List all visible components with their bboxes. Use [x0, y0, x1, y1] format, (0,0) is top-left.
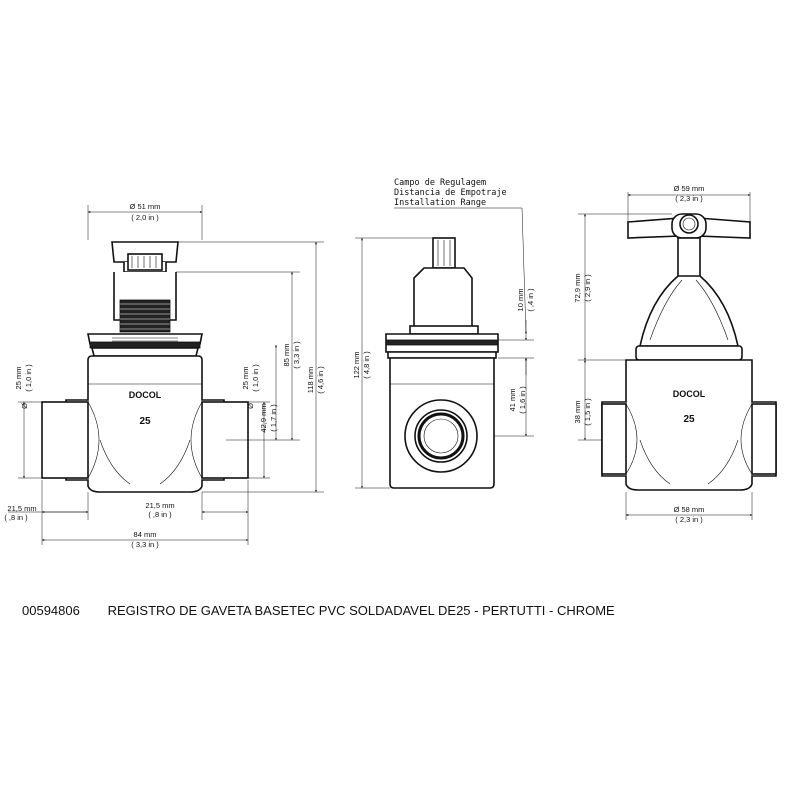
left-port-dia: Ø: [20, 403, 29, 409]
right-72-in: ( 2,9 in ): [583, 274, 592, 302]
right-size: 25: [683, 414, 695, 425]
right-port-in: ( 1,0 in ): [251, 364, 260, 392]
product-code: 00594806: [22, 603, 80, 618]
mid-10-in: ( ,4 in ): [526, 288, 535, 312]
right-38-in: ( 1,5 in ): [583, 398, 592, 426]
product-caption: 00594806 REGISTRO DE GAVETA BASETEC PVC …: [22, 603, 615, 618]
right-port-mm: 25 mm: [241, 367, 250, 390]
left-length-mm: 84 mm: [134, 530, 157, 539]
range-note-3: Installation Range: [394, 198, 486, 208]
right-port-dia: Ø: [246, 403, 255, 409]
mid-41-mm: 41 mm: [508, 389, 517, 412]
right-base-dia-in: ( 2,3 in ): [675, 515, 703, 524]
left-85-in: ( 3,3 in ): [292, 341, 301, 369]
left-42-mm: 42,9 mm: [259, 403, 268, 432]
left-port-in: ( 1,0 in ): [24, 364, 33, 392]
right-handle-dia-mm: Ø 59 mm: [674, 184, 705, 193]
left-socket-in: ( ,8 in ): [4, 513, 28, 522]
right-38-mm: 38 mm: [573, 401, 582, 424]
left-42-in: ( 1,7 in ): [269, 404, 278, 432]
left-118-mm: 118 mm: [306, 367, 315, 394]
left-top-dia-mm: Ø 51 mm: [130, 202, 161, 211]
left-port-mm: 25 mm: [14, 367, 23, 390]
left-length-in: ( 3,3 in ): [131, 540, 159, 549]
range-note-2: Distancia de Empotraje: [394, 188, 507, 198]
mid-41-in: ( 1,6 in ): [518, 386, 527, 414]
left-118-in: ( 4,6 in ): [316, 366, 325, 394]
right-view: DOCOL 25 Ø 59 mm ( 2,3 in ) 72,9 mm ( 2,…: [573, 184, 777, 524]
right-socket-in: ( ,8 in ): [148, 510, 172, 519]
right-brand: DOCOL: [673, 389, 706, 399]
range-note-1: Campo de Regulagem: [394, 178, 486, 188]
right-socket-mm: 21,5 mm: [145, 501, 174, 510]
product-description: REGISTRO DE GAVETA BASETEC PVC SOLDADAVE…: [107, 603, 615, 618]
left-socket-mm: 21,5 mm: [7, 504, 36, 513]
mid-10-mm: 10 mm: [516, 289, 525, 312]
left-size: 25: [139, 416, 151, 427]
right-72-mm: 72,9 mm: [573, 273, 582, 302]
left-top-dia-in: ( 2,0 in ): [131, 213, 159, 222]
mid-122-in: ( 4,8 in ): [362, 351, 371, 379]
mid-122-mm: 122 mm: [352, 351, 361, 378]
right-base-dia-mm: Ø 58 mm: [674, 505, 705, 514]
left-85-mm: 85 mm: [282, 344, 291, 367]
left-view: DOCOL 25 Ø 51 mm ( 2,0 in ) 85 mm ( 3,3 …: [4, 202, 325, 549]
right-handle-dia-in: ( 2,3 in ): [675, 194, 703, 203]
left-brand: DOCOL: [129, 390, 162, 400]
middle-view: Campo de Regulagem Distancia de Empotraj…: [352, 178, 535, 489]
